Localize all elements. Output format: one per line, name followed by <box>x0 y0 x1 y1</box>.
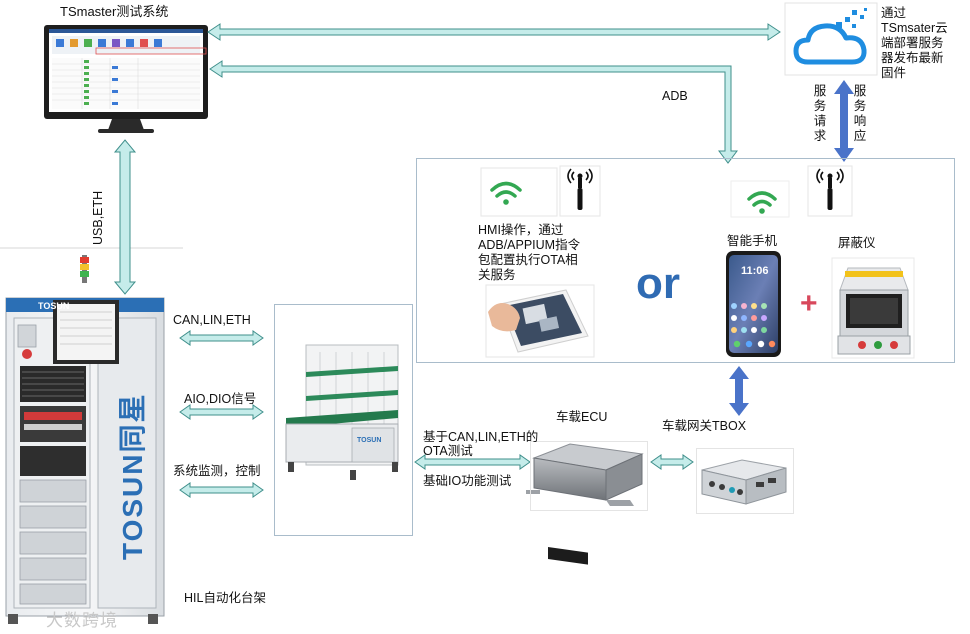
service-response-label: 服 务 响 应 <box>853 84 867 143</box>
sys-monitor-label: 系统监测，控制 <box>173 464 261 478</box>
ecu-icon <box>526 443 644 565</box>
hmi-text-line-4: 关服务 <box>478 268 516 282</box>
shield-box-label: 屏蔽仪 <box>838 236 876 250</box>
ota-test-line-2: OTA测试 <box>423 444 473 458</box>
gateway-tbox-label: 车载网关TBOX <box>662 419 747 433</box>
cloud-text-line-3: 端部署服务 <box>881 36 944 50</box>
shield-box-icon <box>831 257 915 359</box>
plus-sign: + <box>800 287 818 320</box>
rack-brand: TOSUN同星 <box>117 392 148 561</box>
smartphone-label: 智能手机 <box>727 234 778 248</box>
cloud-icon <box>784 2 878 76</box>
hmi-text-line-1: HMI操作，通过 <box>478 223 564 237</box>
workbench-icon <box>285 344 399 480</box>
antenna-icon <box>807 165 853 217</box>
hmi-text-line-3: 包配置执行OTA相 <box>478 253 578 267</box>
hmi-text-line-2: ADB/APPIUM指令 <box>478 238 581 252</box>
ota-test-line-1: 基于CAN,LIN,ETH的 <box>423 430 539 444</box>
cloud-text-line-4: 器发布最新 <box>881 51 944 65</box>
arrow-service <box>834 80 854 162</box>
rack-icon <box>5 255 165 624</box>
arrow-aio-dio <box>179 404 264 420</box>
io-test-label: 基础IO功能测试 <box>423 474 512 488</box>
phone-time: 11:06 <box>741 265 769 277</box>
arrow-can-lin-eth <box>179 330 264 346</box>
watermark: 大数跨境 <box>46 611 118 630</box>
or-label: or <box>636 259 680 308</box>
cloud-text-line-1: 通过 <box>881 6 907 20</box>
service-request-label: 服 务 请 求 <box>813 84 827 143</box>
arrow-usb-eth <box>113 139 137 295</box>
tbox-icon <box>701 459 787 505</box>
arrow-ecu-tbox <box>650 454 694 470</box>
monitor-icon <box>44 25 208 133</box>
arrow-adb <box>209 60 738 164</box>
vehicle-ecu-label: 车载ECU <box>556 410 608 424</box>
adb-label: ADB <box>662 89 688 103</box>
hil-rack-label: HIL自动化台架 <box>184 591 266 605</box>
ecu-frame <box>530 441 648 511</box>
rack-top-brand: TOSUN <box>38 301 70 311</box>
tablet-icon <box>485 284 595 358</box>
smartphone-icon <box>726 251 781 357</box>
cloud-text-line-5: 固件 <box>881 66 907 80</box>
mobile-group-frame <box>416 158 955 363</box>
workbench-frame <box>274 304 413 536</box>
antenna-icon <box>559 165 601 217</box>
cloud-text-line-2: TSmsater云 <box>881 21 948 35</box>
wifi-icon <box>480 167 558 217</box>
arrow-sys-monitor <box>179 482 264 498</box>
arrow-tsmaster-cloud <box>207 23 781 41</box>
bench-brand: TOSUN <box>357 437 382 444</box>
can-lin-eth-label: CAN,LIN,ETH <box>173 313 251 327</box>
tsmaster-title: TSmaster测试系统 <box>60 4 169 19</box>
tbox-frame <box>696 448 794 514</box>
arrow-phone-tbox <box>729 366 749 416</box>
wifi-icon <box>730 180 790 218</box>
aio-dio-label: AIO,DIO信号 <box>184 392 257 406</box>
usb-eth-label: USB,ETH <box>91 190 105 245</box>
